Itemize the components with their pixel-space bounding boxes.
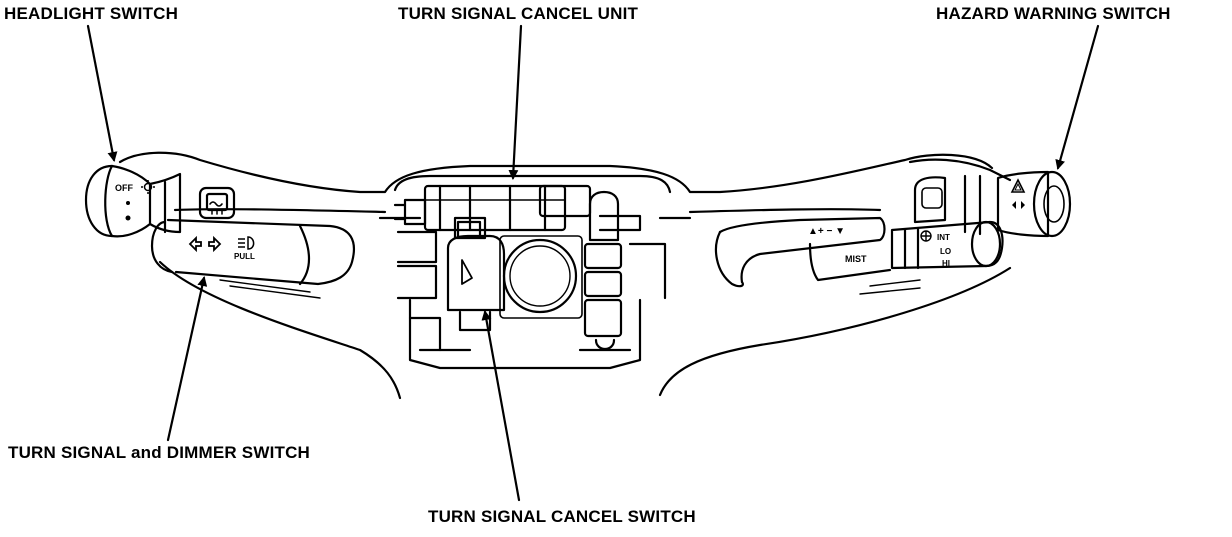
headlight-switch-label: HEADLIGHT SWITCH bbox=[4, 4, 179, 23]
hazard-switch-end bbox=[908, 158, 1012, 236]
switch-housing bbox=[118, 151, 1012, 400]
headlight-switch-knob[interactable] bbox=[84, 164, 182, 238]
right-body-blocks bbox=[583, 190, 667, 351]
headlight-position-dots bbox=[125, 201, 131, 221]
turn-signal-dimmer-switch-label: TURN SIGNAL and DIMMER SWITCH bbox=[8, 443, 311, 462]
svg-text:▲+ − ▼: ▲+ − ▼ bbox=[808, 226, 845, 237]
wiper-int-marking: INT bbox=[937, 233, 950, 242]
high-beam-icon bbox=[238, 236, 255, 250]
washer-icon bbox=[920, 230, 932, 242]
turn-signal-cancel-unit bbox=[393, 184, 642, 240]
wiper-speed-icons: ▲+ − ▼ bbox=[808, 226, 845, 237]
hazard-triangle-icon bbox=[1010, 178, 1026, 193]
wiper-mist-marking: MIST bbox=[845, 254, 867, 264]
left-body-blocks bbox=[396, 230, 442, 352]
turn-signal-dimmer-lever[interactable] bbox=[150, 218, 356, 299]
wiper-lo-marking: LO bbox=[940, 247, 951, 256]
turn-signal-cancel-switch[interactable] bbox=[446, 220, 506, 332]
wiper-hi-marking: HI bbox=[942, 259, 950, 268]
dimmer-pull-marking: PULL bbox=[234, 252, 255, 261]
headlight-sun-icon bbox=[141, 180, 155, 194]
wiper-washer-lever[interactable] bbox=[714, 216, 921, 295]
hazard-arrows-icon bbox=[1012, 201, 1025, 209]
center-hub bbox=[499, 235, 583, 319]
turn-arrows-icon bbox=[188, 235, 222, 253]
turn-signal-cancel-switch-label: TURN SIGNAL CANCEL SWITCH bbox=[428, 507, 696, 526]
hazard-warning-switch-label: HAZARD WARNING SWITCH bbox=[936, 4, 1171, 23]
leader-lines bbox=[86, 24, 1100, 502]
headlight-off-marking: OFF bbox=[115, 183, 133, 193]
turn-signal-cancel-unit-label: TURN SIGNAL CANCEL UNIT bbox=[398, 4, 639, 23]
hazard-warning-knob[interactable] bbox=[996, 170, 1072, 238]
rear-defroster-button[interactable] bbox=[198, 186, 236, 220]
wiper-rotary-knob[interactable] bbox=[890, 220, 1004, 270]
